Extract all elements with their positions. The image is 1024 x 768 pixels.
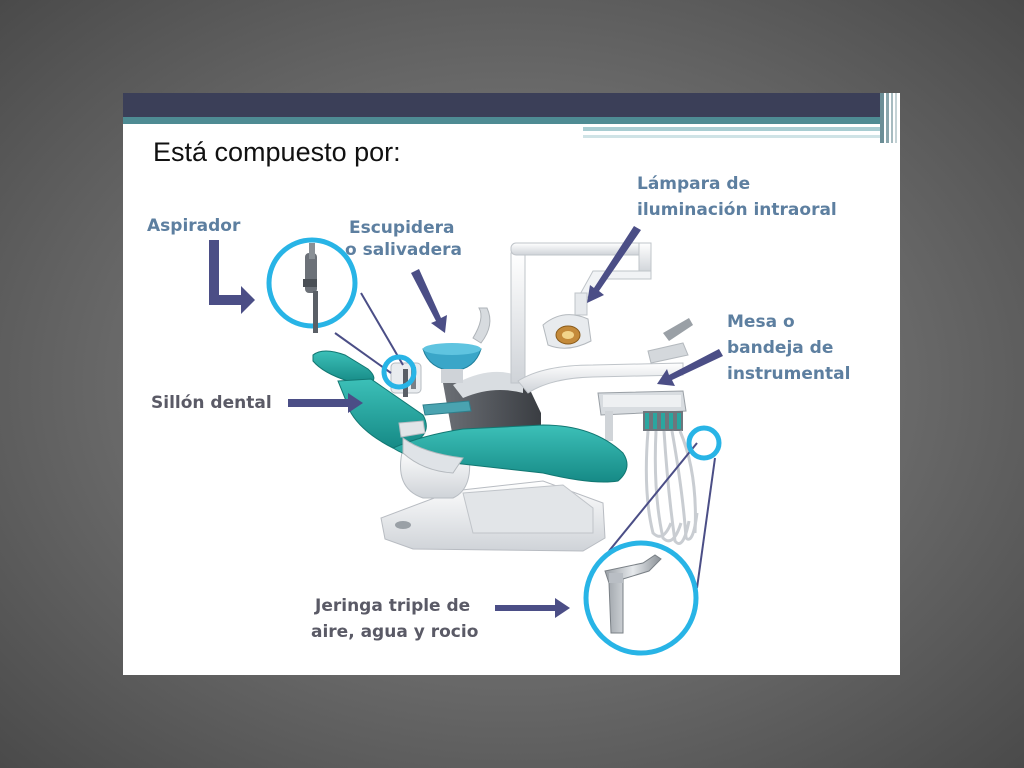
highlight-circle-suction	[381, 354, 417, 390]
label-escupidera-line1: Escupidera	[349, 218, 455, 238]
spittoon	[422, 307, 491, 383]
lamp-arm	[510, 242, 652, 384]
arrow-jeringa	[495, 598, 570, 618]
handpiece-hoses	[644, 430, 699, 545]
suction-holder	[390, 362, 422, 397]
label-mesa-line2: bandeja de	[727, 338, 834, 358]
slide: Está compuesto por:	[123, 93, 900, 675]
highlight-circle-aspirador	[266, 237, 358, 329]
label-mesa-line1: Mesa o	[727, 312, 795, 332]
arrow-escupidera	[411, 269, 447, 333]
arrow-aspirador	[209, 240, 255, 314]
arrow-lampara	[587, 226, 641, 303]
highlight-circle-jeringa	[583, 540, 699, 656]
slide-header-end-bars	[880, 93, 900, 143]
callout-lines	[334, 292, 716, 589]
aspirador-closeup	[303, 243, 318, 333]
label-sillon: Sillón dental	[151, 393, 272, 413]
label-aspirador: Aspirador	[147, 216, 241, 236]
dental-unit-illustration	[209, 226, 723, 656]
label-jeringa-line1: Jeringa triple de	[315, 596, 471, 616]
label-lampara-line2: iluminación intraoral	[637, 200, 837, 220]
arrow-mesa	[657, 349, 723, 386]
arrow-sillon	[288, 393, 363, 413]
slide-title: Está compuesto por:	[153, 137, 401, 167]
highlight-circles	[266, 237, 722, 656]
label-escupidera-line2: o salivadera	[345, 240, 462, 260]
slide-header-stripe	[123, 117, 880, 124]
pointer-arrows	[209, 226, 723, 618]
dental-chair	[312, 350, 628, 483]
jeringa-closeup	[604, 554, 662, 634]
slide-header-bar	[123, 93, 880, 117]
slide-header-accent-line	[583, 127, 880, 131]
instrument-arm	[517, 318, 693, 394]
instrument-tray	[597, 390, 687, 441]
label-lampara-line1: Lámpara de	[637, 174, 751, 194]
lamp-head	[542, 314, 592, 349]
label-mesa-line3: instrumental	[727, 364, 851, 384]
slide-header-accent-line-thin	[583, 135, 880, 138]
highlight-circle-syringe-small	[686, 425, 722, 461]
label-jeringa-line2: aire, agua y rocio	[311, 622, 479, 642]
